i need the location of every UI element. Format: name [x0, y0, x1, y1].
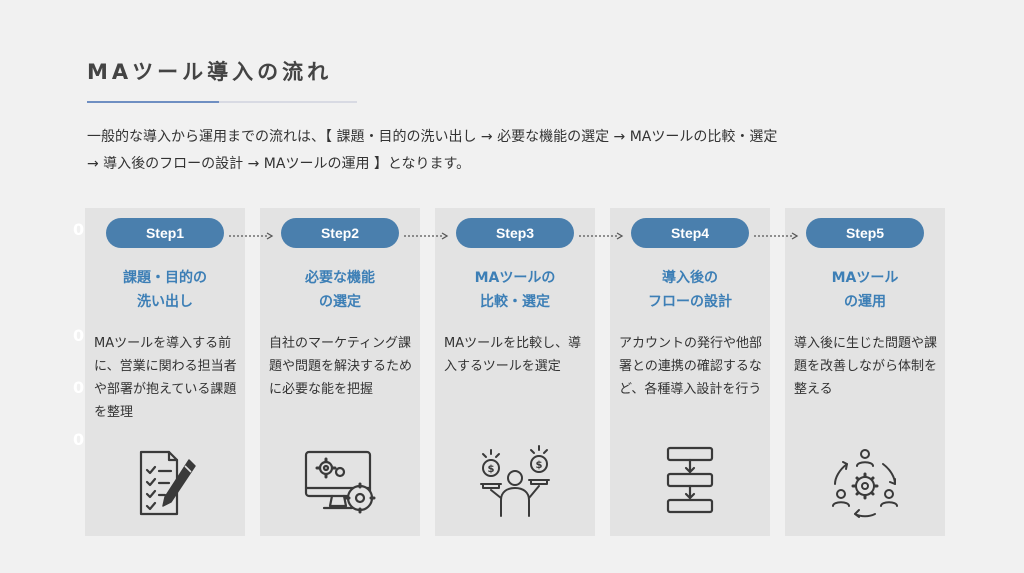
step-pill: Step4 — [631, 218, 749, 248]
step-title-line: の運用 — [844, 294, 886, 310]
dotted-arrow-connector — [754, 232, 799, 240]
step-title-line: の選定 — [319, 294, 361, 310]
title-underline — [87, 101, 357, 103]
step-title: 課題・目的の 洗い出し — [85, 266, 245, 314]
step-description: 自社のマーケティング課題や問題を解決するために必要な能を把握 — [269, 336, 413, 397]
flowchart-icon — [666, 446, 714, 514]
page-title: MAツール導入の流れ — [87, 60, 333, 84]
monitor-gears-icon — [304, 450, 376, 514]
checklist-pen-icon — [139, 450, 196, 516]
svg-text:$: $ — [488, 464, 495, 475]
step-title-line: 導入後の — [662, 270, 718, 286]
side-mark: 0 — [73, 430, 85, 449]
step-description: アカウントの発行や他部署との連携の確認するなど、各種導入設計を行う — [619, 336, 763, 397]
title-underline-accent — [87, 101, 219, 103]
step-card-2: Step2 必要な機能 の選定 自社のマーケティング課題や問題を解決するために必… — [260, 208, 420, 536]
dotted-arrow-connector — [404, 232, 449, 240]
step-title: MAツールの 比較・選定 — [435, 266, 595, 314]
step-card-1: Step1 課題・目的の 洗い出し MAツールを導入する前に、営業に関わる担当者… — [85, 208, 245, 536]
step-title: MAツール の運用 — [785, 266, 945, 314]
steps-row: Step1 課題・目的の 洗い出し MAツールを導入する前に、営業に関わる担当者… — [85, 208, 945, 536]
step-card-5: Step5 MAツール の運用 導入後に生じた問題や課題を改善しながら体制を整え… — [785, 208, 945, 536]
step-pill: Step5 — [806, 218, 924, 248]
step-title-line: 必要な機能 — [305, 270, 375, 286]
intro-line-2: → 導入後のフローの設計 → MAツールの運用 】となります。 — [87, 156, 471, 172]
step-description: MAツールを比較し、導入するツールを選定 — [444, 336, 582, 374]
step-pill: Step3 — [456, 218, 574, 248]
svg-text:$: $ — [536, 460, 543, 471]
step-title-line: MAツールの — [474, 270, 556, 286]
step-title-line: 洗い出し — [137, 294, 193, 310]
team-cycle-gear-icon — [832, 449, 898, 518]
step-card-3: Step3 MAツールの 比較・選定 MAツールを比較し、導入するツールを選定 … — [435, 208, 595, 536]
step-title-line: 比較・選定 — [480, 294, 550, 310]
person-comparing-coins-icon: $ $ — [480, 445, 550, 517]
step-pill: Step2 — [281, 218, 399, 248]
step-description: 導入後に生じた問題や課題を改善しながら体制を整える — [794, 336, 938, 397]
step-title-line: MAツール — [831, 270, 899, 286]
side-mark: 0 — [73, 378, 85, 397]
step-title: 導入後の フローの設計 — [610, 266, 770, 314]
step-title: 必要な機能 の選定 — [260, 266, 420, 314]
intro-line-1: 一般的な導入から運用までの流れは、【 課題・目的の洗い出し → 必要な機能の選定… — [87, 129, 778, 145]
step-pill: Step1 — [106, 218, 224, 248]
step-title-line: フローの設計 — [648, 294, 732, 310]
dotted-arrow-connector — [579, 232, 624, 240]
step-card-4: Step4 導入後の フローの設計 アカウントの発行や他部署との連携の確認するな… — [610, 208, 770, 536]
step-description: MAツールを導入する前に、営業に関わる担当者や部署が抱えている課題を整理 — [94, 336, 237, 420]
dotted-arrow-connector — [229, 232, 274, 240]
side-mark: 0 — [73, 326, 85, 345]
step-title-line: 課題・目的の — [123, 270, 207, 286]
side-mark: 0 — [73, 220, 85, 239]
intro-text: 一般的な導入から運用までの流れは、【 課題・目的の洗い出し → 必要な機能の選定… — [87, 124, 947, 178]
